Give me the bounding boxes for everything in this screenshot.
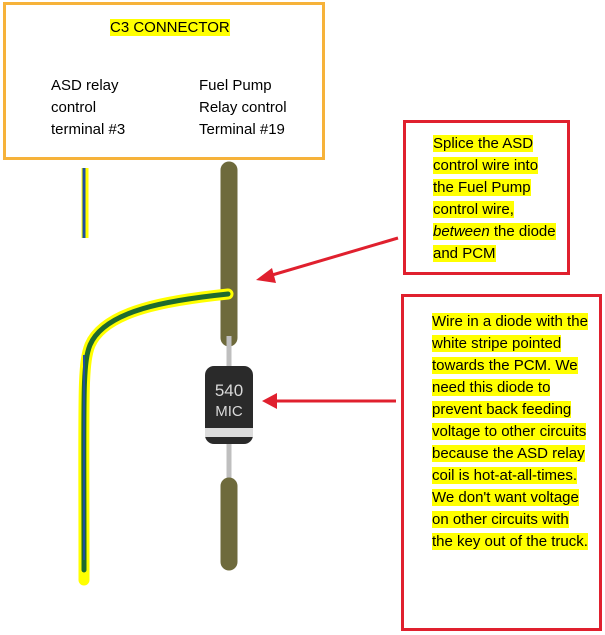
fuel-pump-terminal-line-3: Terminal #19: [199, 121, 285, 138]
diode-marking-top: 540: [215, 381, 243, 400]
diode-callout-text: Wire in a diode with the white stripe po…: [432, 311, 592, 553]
fuel-pump-terminal-label: Fuel Pump Relay control Terminal #19: [199, 75, 287, 141]
diode-marking-bottom: MIC: [215, 403, 243, 420]
diode: 540 MIC: [205, 366, 253, 444]
asd-terminal-line-3: terminal #3: [51, 121, 126, 138]
connector-title-text: C3 CONNECTOR: [110, 19, 230, 36]
splice-callout: Splice the ASD control wire into the Fue…: [403, 120, 570, 275]
splice-callout-text: Splice the ASD control wire into the Fue…: [433, 133, 563, 265]
connector-title: C3 CONNECTOR: [110, 19, 230, 36]
asd-terminal-line-1: ASD relay: [51, 77, 119, 94]
diode-callout-body: Wire in a diode with the white stripe po…: [432, 313, 588, 550]
splice-callout-before: Splice the ASD control wire into the Fue…: [433, 135, 539, 218]
fuel-pump-terminal-line-2: Relay control: [199, 99, 287, 116]
arrow-splice: [256, 236, 399, 283]
diode-callout: Wire in a diode with the white stripe po…: [401, 294, 602, 631]
diode-stripe: [205, 428, 253, 437]
fuel-pump-terminal-line-1: Fuel Pump: [199, 77, 272, 94]
asd-terminal-label: ASD relay control terminal #3: [51, 75, 125, 141]
splice-callout-emphasis: between: [433, 223, 490, 240]
asd-terminal-line-2: control: [51, 99, 97, 116]
c3-connector-box: C3 CONNECTOR ASD relay control terminal …: [3, 2, 325, 160]
diode-body: [205, 366, 253, 444]
arrow-diode: [262, 393, 396, 409]
